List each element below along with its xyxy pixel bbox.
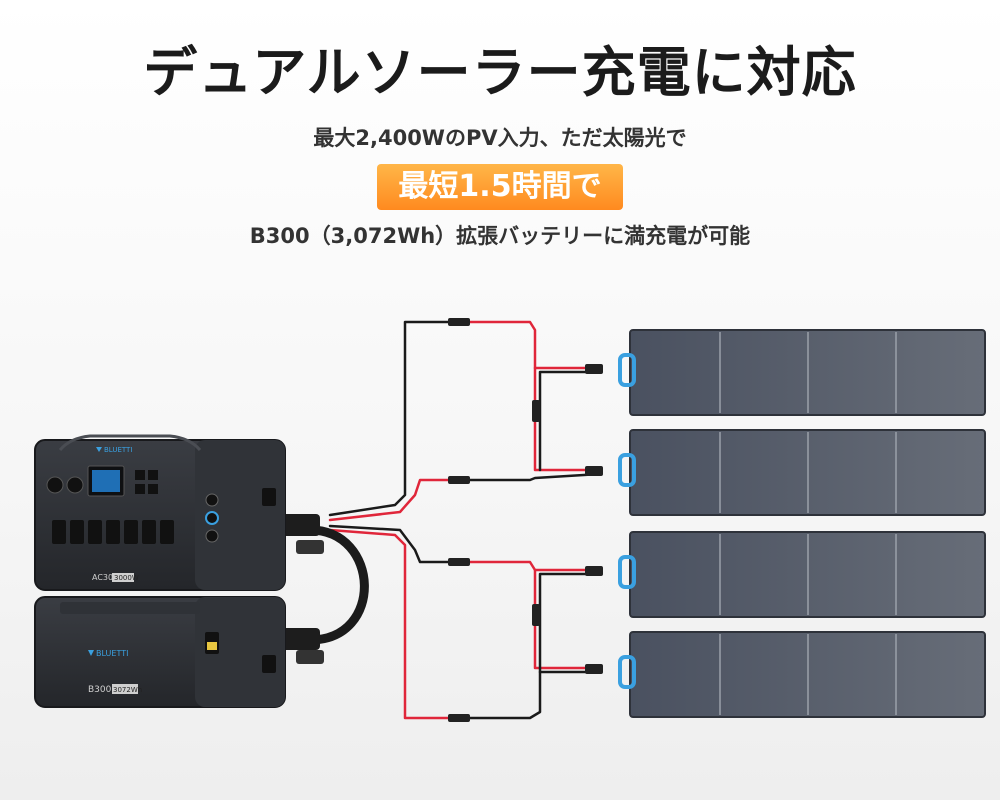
- highlight-badge: 最短1.5時間で: [377, 164, 623, 210]
- bottom-capacity-label: 3072Wh: [113, 686, 142, 694]
- panel-handle-icon: [618, 353, 636, 387]
- subtitle-battery: B300（3,072Wh）拡張バッテリーに満充電が可能: [249, 224, 751, 248]
- bluetti-logo-icon: [88, 650, 94, 656]
- solar-panel-2: [618, 429, 986, 516]
- top-capacity-label: 3000W: [114, 574, 139, 582]
- panel-handle-icon: [618, 453, 636, 487]
- solar-panel-3: [618, 531, 986, 618]
- b300-unit: BLUETTI B300 3072Wh: [34, 596, 286, 708]
- bottom-brand-label: BLUETTI: [96, 649, 128, 658]
- bluetti-logo-icon: [96, 447, 102, 452]
- subtitle-pv-input: 最大2,400WのPV入力、ただ太陽光で: [313, 126, 687, 150]
- wiring: [272, 318, 603, 722]
- top-brand-label: BLUETTI: [104, 446, 132, 454]
- top-model-label: AC300: [92, 573, 118, 582]
- solar-panel-4: [618, 631, 986, 718]
- solar-panel-1: [618, 329, 986, 416]
- bottom-model-label: B300: [88, 685, 112, 695]
- ac300-unit: BLUETTI AC300 3000W: [34, 434, 286, 591]
- panel-handle-icon: [618, 555, 636, 589]
- page-title: デュアルソーラー充電に対応: [143, 41, 857, 104]
- panel-handle-icon: [618, 655, 636, 689]
